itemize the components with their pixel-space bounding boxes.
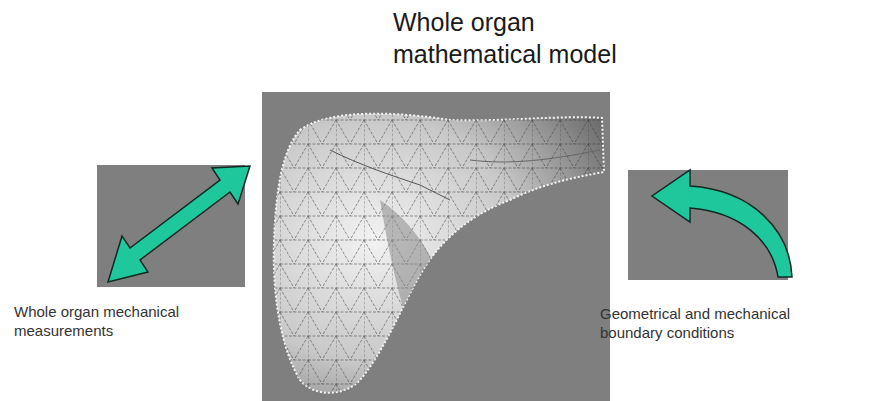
image-panel: [262, 92, 610, 401]
caption-label: Whole organ mechanical measurements: [14, 302, 214, 340]
double-arrow: [108, 166, 250, 282]
curved-arrow: [652, 170, 792, 277]
diagram-title: Whole organ mathematical model: [393, 6, 643, 70]
caption-label: Geometrical and mechanical boundary cond…: [600, 304, 825, 342]
liver-mesh: [262, 92, 610, 401]
